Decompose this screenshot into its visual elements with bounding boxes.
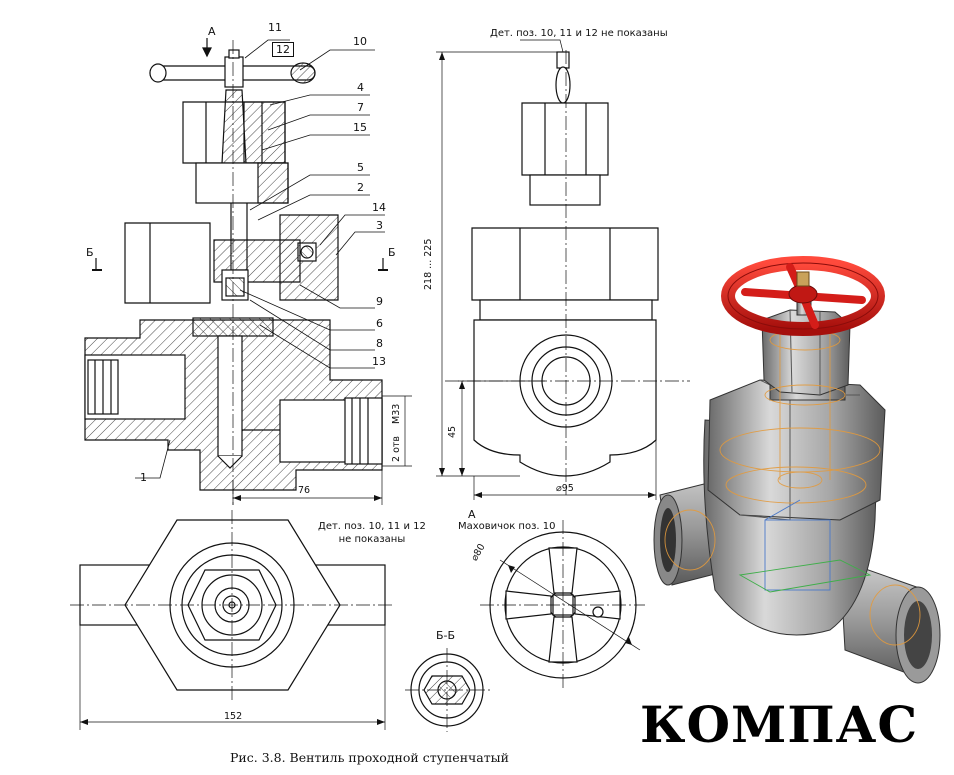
handwheel-view <box>480 520 645 690</box>
callout-3: 3 <box>376 219 383 232</box>
dim-thread-m33: М33 <box>391 403 402 424</box>
callout-15: 15 <box>353 121 367 134</box>
callout-13: 13 <box>372 355 386 368</box>
callout-8: 8 <box>376 337 383 350</box>
handwheel-title: Маховичок поз. 10 <box>458 521 556 532</box>
valve-side-view <box>436 39 690 500</box>
valve-3d-render <box>653 256 941 684</box>
section-bb-label: Б-Б <box>436 629 456 642</box>
side-view-note: Дет. поз. 10, 11 и 12 не показаны <box>490 28 668 39</box>
arrow-a-label: А <box>208 25 216 38</box>
valve-section-drawing <box>84 38 412 505</box>
dim-76: 76 <box>298 485 311 496</box>
callout-10: 10 <box>353 35 367 48</box>
dim-218-225: 218 ... 225 <box>423 238 434 290</box>
callout-5: 5 <box>357 161 364 174</box>
callout-9: 9 <box>376 295 383 308</box>
callout-1: 1 <box>140 471 147 484</box>
dim-two-holes: 2 отв <box>391 435 402 462</box>
plan-note-line1: Дет. поз. 10, 11 и 12 <box>318 521 426 532</box>
plan-note-line2: не показаны <box>338 533 406 545</box>
callout-4: 4 <box>357 81 364 94</box>
plan-view-label-a: А <box>468 508 476 521</box>
section-mark-left: Б <box>86 246 94 259</box>
dim-diameter-95: ⌀95 <box>556 483 574 494</box>
dim-45: 45 <box>447 425 458 438</box>
callout-12: 12 <box>272 42 294 57</box>
figure-caption: Рис. 3.8. Вентиль проходной ступенчатый <box>230 750 509 765</box>
valve-plan-view <box>70 510 395 730</box>
section-mark-right: Б <box>388 246 396 259</box>
section-bb-view <box>405 648 490 732</box>
callout-14: 14 <box>372 201 386 214</box>
callout-2: 2 <box>357 181 364 194</box>
callout-11: 11 <box>268 21 282 34</box>
callout-7: 7 <box>357 101 364 114</box>
dim-152: 152 <box>224 711 243 722</box>
plan-view-note: Дет. поз. 10, 11 и 12 не показаны <box>318 521 426 546</box>
callout-6: 6 <box>376 317 383 330</box>
brand-logo-text: КОМПАС <box>640 695 919 754</box>
